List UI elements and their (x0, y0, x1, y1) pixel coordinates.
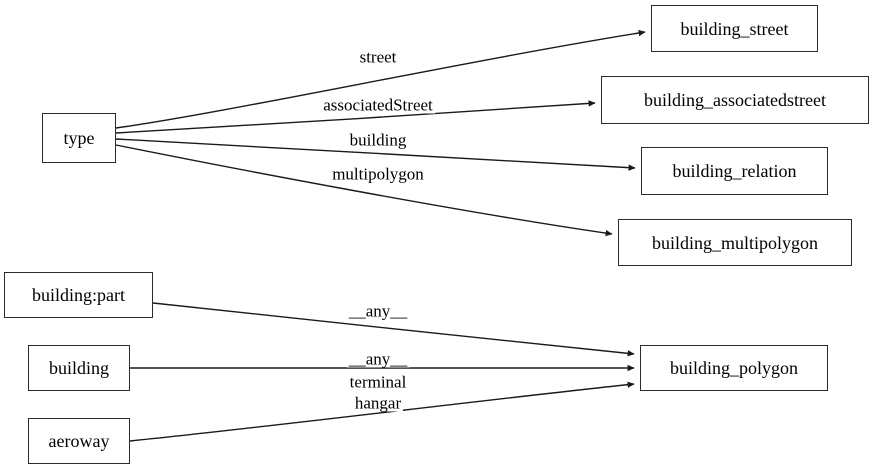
node-label: building_associatedstreet (644, 90, 826, 110)
edge-type-to-building_street (115, 29, 646, 129)
edge-label-e2: associatedStreet (321, 95, 435, 115)
node-building_associatedstreet[interactable]: building_associatedstreet (601, 76, 869, 124)
node-label: aeroway (48, 431, 110, 451)
node-building_part[interactable]: building:part (4, 272, 153, 318)
edge-paths (115, 29, 646, 442)
edge-type-to-building_multipolygon (115, 144, 613, 237)
node-label: type (63, 128, 95, 148)
edge-label-e7: terminal (347, 372, 409, 392)
edge-label-e6: __any__ (346, 349, 410, 369)
node-label: building_polygon (669, 358, 798, 378)
edge-label-e5: __any__ (346, 301, 410, 321)
node-building_multipolygon[interactable]: building_multipolygon (618, 219, 852, 266)
node-label: building_multipolygon (651, 232, 818, 253)
node-building_relation[interactable]: building_relation (641, 147, 828, 195)
node-label: building (48, 358, 109, 378)
edge-building_part-to-building_polygon (152, 302, 635, 357)
edge-type-to-building_relation (115, 138, 636, 171)
node-label: building_relation (672, 161, 797, 181)
edge-type-to-building_associatedstreet (115, 100, 596, 134)
node-building_street[interactable]: building_street (651, 5, 818, 52)
node-aeroway[interactable]: aeroway (28, 418, 130, 464)
node-type[interactable]: type (42, 113, 116, 163)
node-building[interactable]: building (28, 345, 130, 391)
node-label: building:part (32, 285, 125, 305)
node-building_polygon[interactable]: building_polygon (640, 345, 828, 391)
edge-label-e3: building (347, 130, 409, 150)
edge-aeroway-to-building_polygon (129, 381, 635, 442)
node-label: building_street (680, 18, 789, 39)
edge-label-e7b: hangar (352, 393, 404, 413)
edge-label-e4: multipolygon (330, 164, 426, 184)
edge-label-e1: street (357, 47, 399, 67)
